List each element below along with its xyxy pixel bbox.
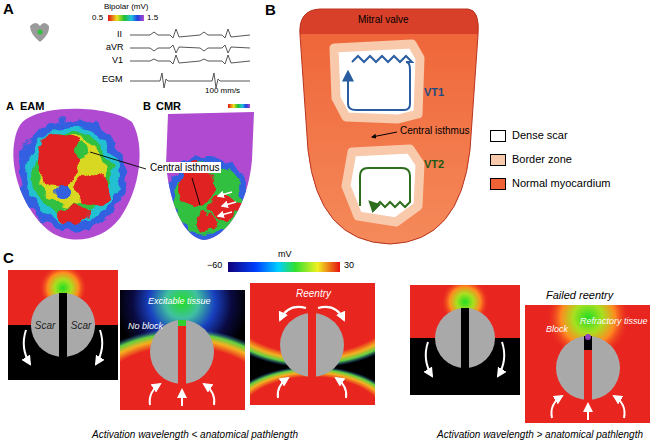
simulation-note: Block xyxy=(546,325,568,335)
subpanel-letter: B xyxy=(143,100,151,112)
circuit-label: VT1 xyxy=(424,86,444,98)
simulation-note: Refractory tissue xyxy=(580,317,648,327)
simulation-title: Failed reentry xyxy=(546,289,613,301)
legend-swatch xyxy=(490,130,506,142)
region-label: Mitral valve xyxy=(358,14,409,25)
circuit-label: VT2 xyxy=(424,158,444,170)
legend-text: Dense scar xyxy=(512,129,568,141)
colorbar-tick: 30 xyxy=(344,261,354,271)
scar-label: Scar xyxy=(71,320,92,331)
legend-text: Normal myocardium xyxy=(512,177,610,189)
legend-swatch xyxy=(490,178,506,190)
lead-name: EGM xyxy=(102,75,123,85)
colorbar-tick: 1.5 xyxy=(147,14,158,23)
panel-caption: Activation wavelength > anatomical pathl… xyxy=(437,429,643,440)
scar-label: Scar xyxy=(35,320,56,331)
colorbar-tick: −60 xyxy=(207,261,222,271)
simulation-note: No block xyxy=(128,322,163,332)
sweep-speed: 100 mm/s xyxy=(205,87,240,96)
lead-name: aVR xyxy=(106,43,124,53)
colorbar-title: Bipolar (mV) xyxy=(104,3,148,12)
simulation-note: Reentry xyxy=(296,288,331,299)
colorbar-unit: mV xyxy=(278,250,292,260)
colorbar-tick: 0.5 xyxy=(92,14,103,23)
simulation-note: Excitable tissue xyxy=(148,297,211,307)
callout-label: Central isthmus xyxy=(148,162,221,173)
map-title: CMR xyxy=(156,100,181,112)
panel-letter: C xyxy=(3,250,14,267)
map-title: EAM xyxy=(20,100,44,112)
scar-region: Scar xyxy=(67,293,95,357)
scar-region: Scar xyxy=(31,293,59,357)
legend-swatch xyxy=(490,154,506,166)
lead-name: V1 xyxy=(112,56,123,66)
callout-label: Central isthmus xyxy=(400,125,469,136)
panel-letter: A xyxy=(3,1,14,18)
lead-name: II xyxy=(117,30,122,40)
panel-caption: Activation wavelength < anatomical pathl… xyxy=(92,429,298,440)
legend-text: Border zone xyxy=(512,153,572,165)
panel-letter: B xyxy=(265,2,276,19)
subpanel-letter: A xyxy=(6,100,14,112)
